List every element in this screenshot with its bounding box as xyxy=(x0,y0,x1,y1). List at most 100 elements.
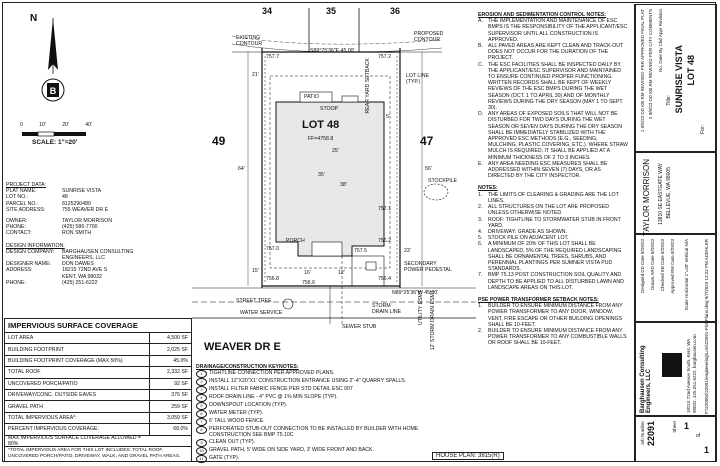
data-value: TAYLOR MORRISON xyxy=(62,218,112,225)
stoop-label: STOOP xyxy=(320,106,339,112)
revision-table: 1 9/5/23 DD KB RM REVISED PER APPROVED F… xyxy=(635,4,717,152)
client-address1: 13810 SE EASTGATE WAY xyxy=(658,163,664,225)
list-item: 3. ROOF: TIGHTLINE TO STORMWATER STUB IN … xyxy=(478,217,630,229)
table-cell-value: 2,025 SF xyxy=(166,346,188,353)
data-value: SUNRISE VISTA xyxy=(62,188,102,195)
esc-notes: EROSION AND SEDIMENTATION CONTROL NOTES:… xyxy=(478,12,630,347)
designed-row: Designed DD Date 8/29/23 xyxy=(640,239,645,293)
table-row: BUILDING FOOTPRINT 2,025 SF xyxy=(5,344,191,356)
rev-row: 2 9/6/23 DD KB RM REVISED PER CITY COMME… xyxy=(648,9,653,120)
data-key: LOT NO.: xyxy=(6,194,29,201)
title-block: 1 9/5/23 DD KB RM REVISED PER APPROVED F… xyxy=(634,4,717,462)
data-key: PHONE: xyxy=(6,224,26,231)
north-arrow: B xyxy=(38,14,68,115)
data-key: ADDRESS: xyxy=(6,267,33,274)
house-plan-label: HOUSE PLAN: xyxy=(436,453,477,459)
client-block: TAYLOR MORRISON 13810 SE EASTGATE WAY BE… xyxy=(635,152,717,237)
scale-tick: 0 xyxy=(20,122,23,128)
client-name: TAYLOR MORRISON xyxy=(642,159,651,237)
lot-line-label: LOT LINE (TYP.) xyxy=(406,73,429,85)
table-cell-value: 2,332 SF xyxy=(166,369,188,376)
list-item-number: 6 xyxy=(196,410,207,419)
title-label: Title: xyxy=(666,95,672,106)
lot-number-35: 35 xyxy=(326,6,337,16)
list-item-text: ROOF: TIGHTLINE TO STORMWATER STUB IN FR… xyxy=(488,216,621,229)
north-label: N xyxy=(30,13,38,24)
list-item-number: 5 xyxy=(196,402,207,411)
data-row: PLAT NAME:SUNRISE VISTA xyxy=(6,188,133,194)
dim-25: 25' xyxy=(332,148,339,154)
list-item-number: 11 xyxy=(196,454,207,463)
spot-elev: 757.7 xyxy=(266,54,279,60)
dim-21: 21' xyxy=(252,72,259,78)
sheet-number: 1 xyxy=(684,421,690,431)
table-row: TOTAL IMPERVIOUS AREA*:3,059 SF xyxy=(5,412,191,425)
list-item-number: B. xyxy=(478,43,483,50)
list-item-text: ANY AREA NEEDING ESC MEASURES SHALL BE A… xyxy=(488,160,608,180)
dim-5: 5' xyxy=(386,114,390,120)
list-item-text: BUILDER TO ENSURE MINIMUM DISTANCE FROM … xyxy=(488,303,623,328)
list-item: 5.STOCK PILE ON ADJACENT LOT. xyxy=(478,235,630,241)
list-item-number: 1. xyxy=(478,303,483,310)
table-cell-label: BUILDING FOOTPRINT xyxy=(5,344,150,355)
dim-12: 12' xyxy=(338,270,345,276)
keynotes-heading: DRAINAGE/CONSTRUCTION KEYNOTES: xyxy=(196,364,299,370)
table-cell-label: DRIVEWAY/CONC. OUTSIDE EAVES xyxy=(5,389,150,401)
checked-row: Checked KB Date 8/29/23 xyxy=(660,239,665,292)
data-value: 18215 72ND AVE S xyxy=(62,267,108,274)
list-item-text: ALL PAVED AREAS ARE KEPT CLEAN AND TRACK… xyxy=(488,43,624,62)
pedestal-label: SECONDARY POWER PEDESTAL xyxy=(404,261,452,273)
list-item-number: 1 xyxy=(196,370,207,379)
table-cell-label: GRAVEL PATH xyxy=(5,401,150,412)
house-plan: HOUSE PLAN: 3815(R) xyxy=(432,452,504,461)
lot-title: LOT 48 xyxy=(686,55,696,86)
stockpile-label: STOCKPILE xyxy=(428,178,458,184)
list-item: 1.THE LIMITS OF CLEARING & GRADING ARE T… xyxy=(478,192,630,204)
dim-23: 23' xyxy=(404,248,411,254)
list-item-text: THE ESC FACILITIES SHALL BE INSPECTED DA… xyxy=(488,61,624,112)
list-item-number: 7. xyxy=(478,272,483,279)
list-item-number: 2. xyxy=(478,327,483,334)
table-cell-value: 3,059 SF xyxy=(166,414,188,421)
data-key: PARCEL NO.: xyxy=(6,200,39,207)
data-row: KENT, WA 98032 xyxy=(6,274,133,280)
data-key: SITE ADDRESS: xyxy=(6,206,46,213)
list-item-text: GATE (TYP). xyxy=(209,454,240,461)
table-cell-label: BUILDING FOOTPRINT COVERAGE (MAX 50%) xyxy=(5,355,150,367)
list-item-text: THE IMPLEMENTATION AND MAINTENANCE OF ES… xyxy=(488,18,628,43)
list-item: 4.DRIVEWAY: GRADE AS SHOWN. xyxy=(478,229,630,235)
list-item-number: 2 xyxy=(196,378,207,387)
dim-56: 56' xyxy=(425,166,432,172)
list-item: D.ANY AREAS OF EXPOSED SOILS THAT WILL N… xyxy=(478,111,630,161)
table-cell-value: 45.0% xyxy=(173,357,188,364)
spot-elev: 757.5 xyxy=(354,248,367,254)
list-item-text: TIGHTLINE CONNECTION PER APPROVED PLANS. xyxy=(209,370,335,377)
company-block: Barghausen Consulting Engineers, LLC 182… xyxy=(635,322,717,416)
site-plan: 34 35 36 49 47 LOT 48 FF=4758.8 WEAVER D… xyxy=(192,6,476,358)
scale-tick: 40' xyxy=(85,122,92,128)
list-item-number: E. xyxy=(478,160,483,167)
list-item-text: INSTALL FILTER FABRIC FENCE PER STD DETA… xyxy=(209,386,353,393)
company-name: Barghausen Consulting Engineers, LLC xyxy=(640,345,653,413)
dim-35: 35' xyxy=(318,172,325,178)
list-item-number: 7 xyxy=(196,418,207,427)
data-value: 8125290480 xyxy=(62,200,91,207)
list-item-number: 3. xyxy=(478,216,483,223)
list-item: C.THE ESC FACILITIES SHALL BE INSPECTED … xyxy=(478,62,630,112)
data-value: RON SMITH xyxy=(62,230,92,237)
spot-elev: 756.2 xyxy=(378,238,391,244)
list-item-text: THE LIMITS OF CLEARING & GRADING ARE THE… xyxy=(488,191,619,204)
data-row: DESIGNER NAME:DON DAWES xyxy=(6,261,133,267)
spot-elev: 757.2 xyxy=(378,54,391,60)
data-row: PARCEL NO.: 8125290480 xyxy=(6,201,133,207)
dim-16: 16' xyxy=(304,270,311,276)
scale-tick: 10' xyxy=(39,122,46,128)
rear-yard-label: REAR YARD SETBACK xyxy=(365,58,371,114)
